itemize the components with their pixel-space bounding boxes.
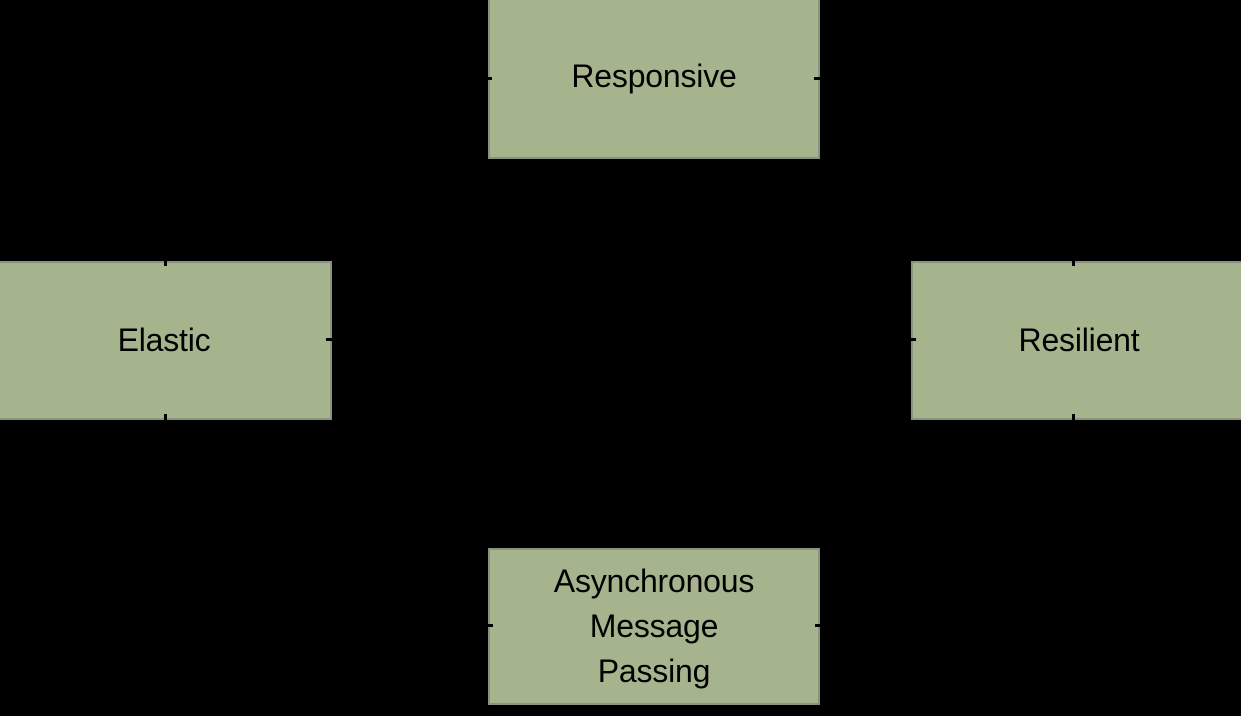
connector-responsive-left	[484, 77, 492, 80]
connector-resilient-top	[1072, 257, 1075, 266]
node-responsive[interactable]: Responsive	[488, 0, 820, 159]
connector-responsive-right	[814, 77, 823, 80]
connector-elastic-bottom	[164, 414, 167, 423]
connector-resilient-left	[907, 338, 916, 341]
node-resilient[interactable]: Resilient	[911, 261, 1241, 420]
node-async-message-passing[interactable]: Asynchronous Message Passing	[488, 548, 820, 705]
connector-elastic-top	[164, 257, 167, 266]
connector-async-right	[815, 624, 824, 627]
node-elastic[interactable]: Elastic	[0, 261, 332, 420]
connector-resilient-bottom	[1072, 414, 1075, 423]
connector-async-left	[484, 624, 493, 627]
connector-elastic-right	[326, 338, 335, 341]
